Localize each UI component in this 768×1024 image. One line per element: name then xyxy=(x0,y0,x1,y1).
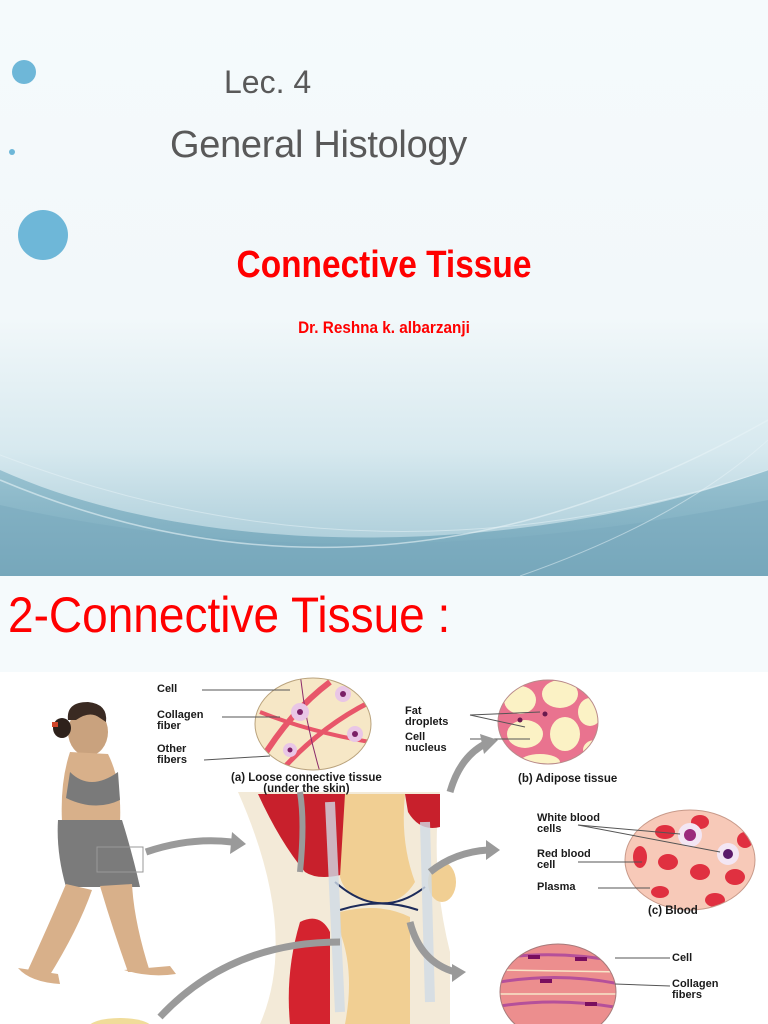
label-cell-loose: Cell xyxy=(157,683,178,695)
label-plasma: Plasma xyxy=(537,881,576,893)
woman-figure-icon xyxy=(18,702,176,984)
dense-connective-tissue-icon xyxy=(500,944,616,1024)
author-name: Dr. Reshna k. albarzanji xyxy=(298,318,470,337)
wave-background xyxy=(0,0,768,576)
course-title: General Histology xyxy=(170,124,467,166)
bullet-dot-large xyxy=(12,60,36,84)
adipose-tissue-icon xyxy=(498,680,598,764)
label-cell-dense: Cell xyxy=(672,952,693,964)
caption-blood: (c) Blood xyxy=(648,905,698,917)
blood-tissue-icon xyxy=(625,810,755,910)
lecture-number: Lec. 4 xyxy=(224,64,312,100)
label-red-blood-cell: Red blood cell xyxy=(537,848,591,871)
bullet-dot-small xyxy=(9,149,15,155)
caption-loose-connective: (a) Loose connective tissue (under the s… xyxy=(231,772,382,795)
slide-heading: 2-Connective Tissue : xyxy=(8,587,451,643)
label-cell-nucleus: Cell nucleus xyxy=(405,731,447,754)
arrows-icon xyxy=(144,740,489,1020)
content-slide: 2-Connective Tissue : xyxy=(0,576,768,1024)
diagram-illustration xyxy=(18,677,756,1024)
caption-adipose: (b) Adipose tissue xyxy=(518,773,618,785)
knee-cross-section-icon xyxy=(238,792,456,1024)
label-white-blood-cells: White blood cells xyxy=(537,812,600,835)
label-fat-droplets: Fat droplets xyxy=(405,705,449,728)
bullet-dot-xlarge xyxy=(18,210,68,260)
label-other-fibers: Other fibers xyxy=(157,743,187,766)
connective-tissue-diagram: Cell Collagen fiber Other fibers (a) Loo… xyxy=(0,672,768,1024)
title-slide: Lec. 4 General Histology Connective Tiss… xyxy=(0,0,768,576)
label-collagen-fibers: Collagen fibers xyxy=(672,978,719,1001)
arrowheads-icon xyxy=(230,734,500,982)
loose-connective-tissue-icon xyxy=(255,678,371,770)
label-collagen-fiber: Collagen fiber xyxy=(157,709,204,732)
slide-title: Connective Tissue xyxy=(236,244,532,286)
